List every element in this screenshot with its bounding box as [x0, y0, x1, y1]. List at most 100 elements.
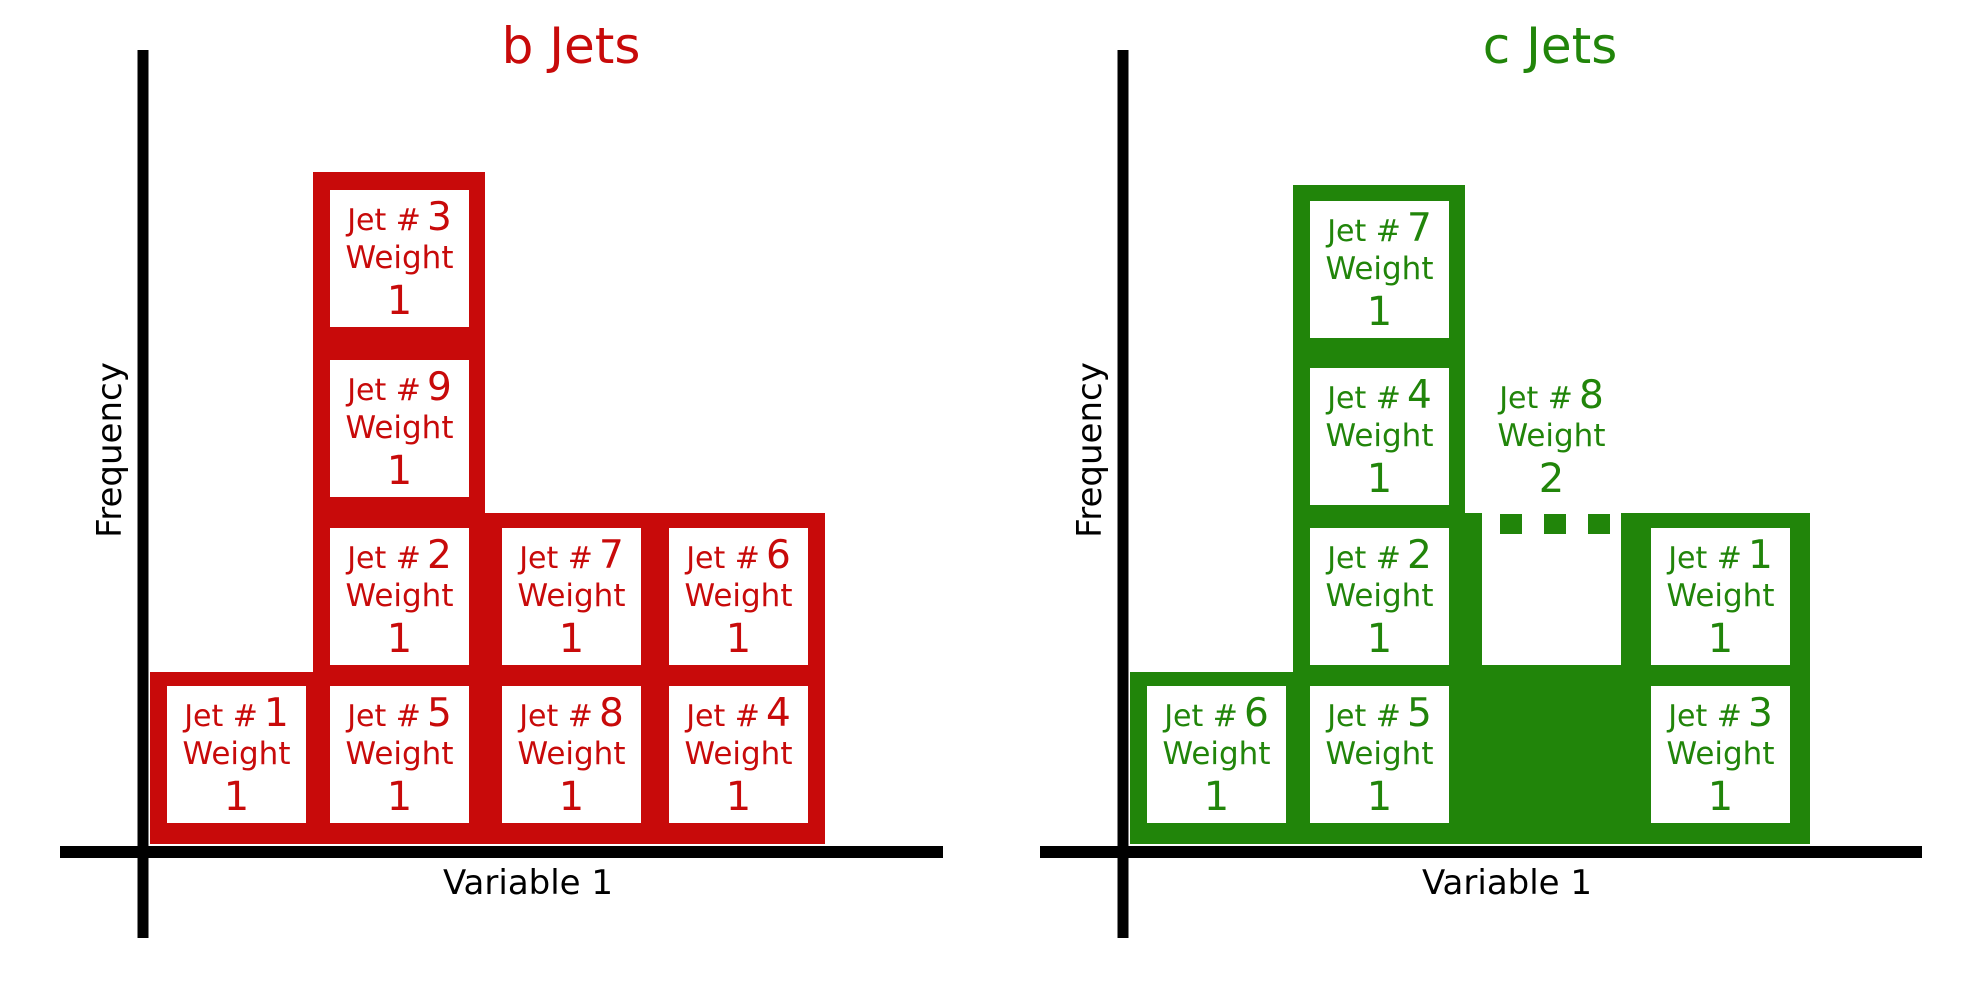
c-jets-title: c Jets [1483, 17, 1618, 75]
weight-label: Weight [1497, 418, 1605, 454]
jet-label: Jet #5 [345, 691, 452, 736]
jet-number: 4 [1407, 373, 1432, 418]
jet-box-background [1310, 368, 1449, 505]
jet-label: Jet #3 [345, 195, 452, 240]
jet-box-background [1310, 686, 1449, 823]
jet-label-prefix: Jet # [1325, 541, 1401, 576]
jet-label: Jet #9 [345, 365, 452, 410]
jet-number: 7 [1407, 206, 1432, 251]
jet-label: Jet #5 [1325, 691, 1432, 736]
weight-value: 1 [1204, 774, 1229, 820]
weight-label: Weight [1325, 578, 1433, 614]
jet-number: 8 [599, 691, 624, 736]
jet-number: 5 [1407, 691, 1432, 736]
jet-box-background [1147, 686, 1286, 823]
jet-label-prefix: Jet # [345, 373, 421, 408]
weight-label: Weight [1162, 736, 1270, 772]
jet-label-prefix: Jet # [517, 541, 593, 576]
jet-label: Jet #7 [1325, 206, 1432, 251]
weight-label: Weight [684, 736, 792, 772]
jet-label-prefix: Jet # [1666, 699, 1742, 734]
weight-value: 1 [726, 774, 751, 820]
jet-number: 5 [427, 691, 452, 736]
jet-number: 3 [427, 195, 452, 240]
jet-box-background [330, 528, 469, 665]
jet-label: Jet #2 [345, 533, 452, 578]
weight-label: Weight [345, 578, 453, 614]
jet-box-background [669, 686, 808, 823]
jet-label-prefix: Jet # [684, 541, 760, 576]
jet-box-background [330, 360, 469, 497]
weight-value: 1 [387, 616, 412, 662]
jet-box-background [502, 686, 641, 823]
merged-box-seam-dash [1500, 514, 1522, 534]
jet-box-background [669, 528, 808, 665]
jet-label: Jet #1 [182, 691, 289, 736]
weight-value: 1 [559, 616, 584, 662]
jet-label: Jet #2 [1325, 533, 1432, 578]
jet-label: Jet #8 [517, 691, 624, 736]
weight-value: 1 [387, 448, 412, 494]
weight-label: Weight [684, 578, 792, 614]
jet-label: Jet #7 [517, 533, 624, 578]
jet-number: 1 [1748, 533, 1773, 578]
jet-box-background [330, 190, 469, 327]
jet-label-prefix: Jet # [1666, 541, 1742, 576]
jet-label: Jet #4 [1325, 373, 1432, 418]
jet-label-prefix: Jet # [1325, 214, 1401, 249]
c-x-axis-label: Variable 1 [1422, 863, 1592, 903]
b-jets-title: b Jets [502, 17, 641, 75]
weight-value: 1 [1708, 616, 1733, 662]
jet-number: 1 [264, 691, 289, 736]
weight-value: 1 [726, 616, 751, 662]
weight-label: Weight [1325, 418, 1433, 454]
weight-value: 2 [1539, 456, 1564, 502]
jet-box-background [330, 686, 469, 823]
b-y-axis-label: Frequency [90, 362, 130, 538]
weight-label: Weight [1325, 736, 1433, 772]
jet-label: Jet #6 [684, 533, 791, 578]
weight-value: 1 [387, 278, 412, 324]
merged-box-seam-dash [1588, 514, 1610, 534]
weight-label: Weight [345, 240, 453, 276]
jet-label-prefix: Jet # [345, 203, 421, 238]
jet-box-background [1310, 528, 1449, 665]
weight-label: Weight [1666, 578, 1774, 614]
jet-number: 4 [766, 691, 791, 736]
weight-value: 1 [387, 774, 412, 820]
jet-label: Jet #8 [1497, 373, 1604, 418]
jet-label-prefix: Jet # [1497, 381, 1573, 416]
jet-label-prefix: Jet # [345, 541, 421, 576]
weight-value: 1 [1367, 289, 1392, 335]
weight-label: Weight [1666, 736, 1774, 772]
b-x-axis-label: Variable 1 [443, 863, 613, 903]
weight-label: Weight [182, 736, 290, 772]
jet-box-background [1651, 686, 1790, 823]
jet-label-prefix: Jet # [182, 699, 258, 734]
jet-label: Jet #4 [684, 691, 791, 736]
weight-label: Weight [345, 736, 453, 772]
weight-label: Weight [517, 578, 625, 614]
weight-label: Weight [517, 736, 625, 772]
jet-number: 6 [1244, 691, 1269, 736]
jet-box-background [1310, 201, 1449, 338]
weight-value: 1 [1367, 616, 1392, 662]
